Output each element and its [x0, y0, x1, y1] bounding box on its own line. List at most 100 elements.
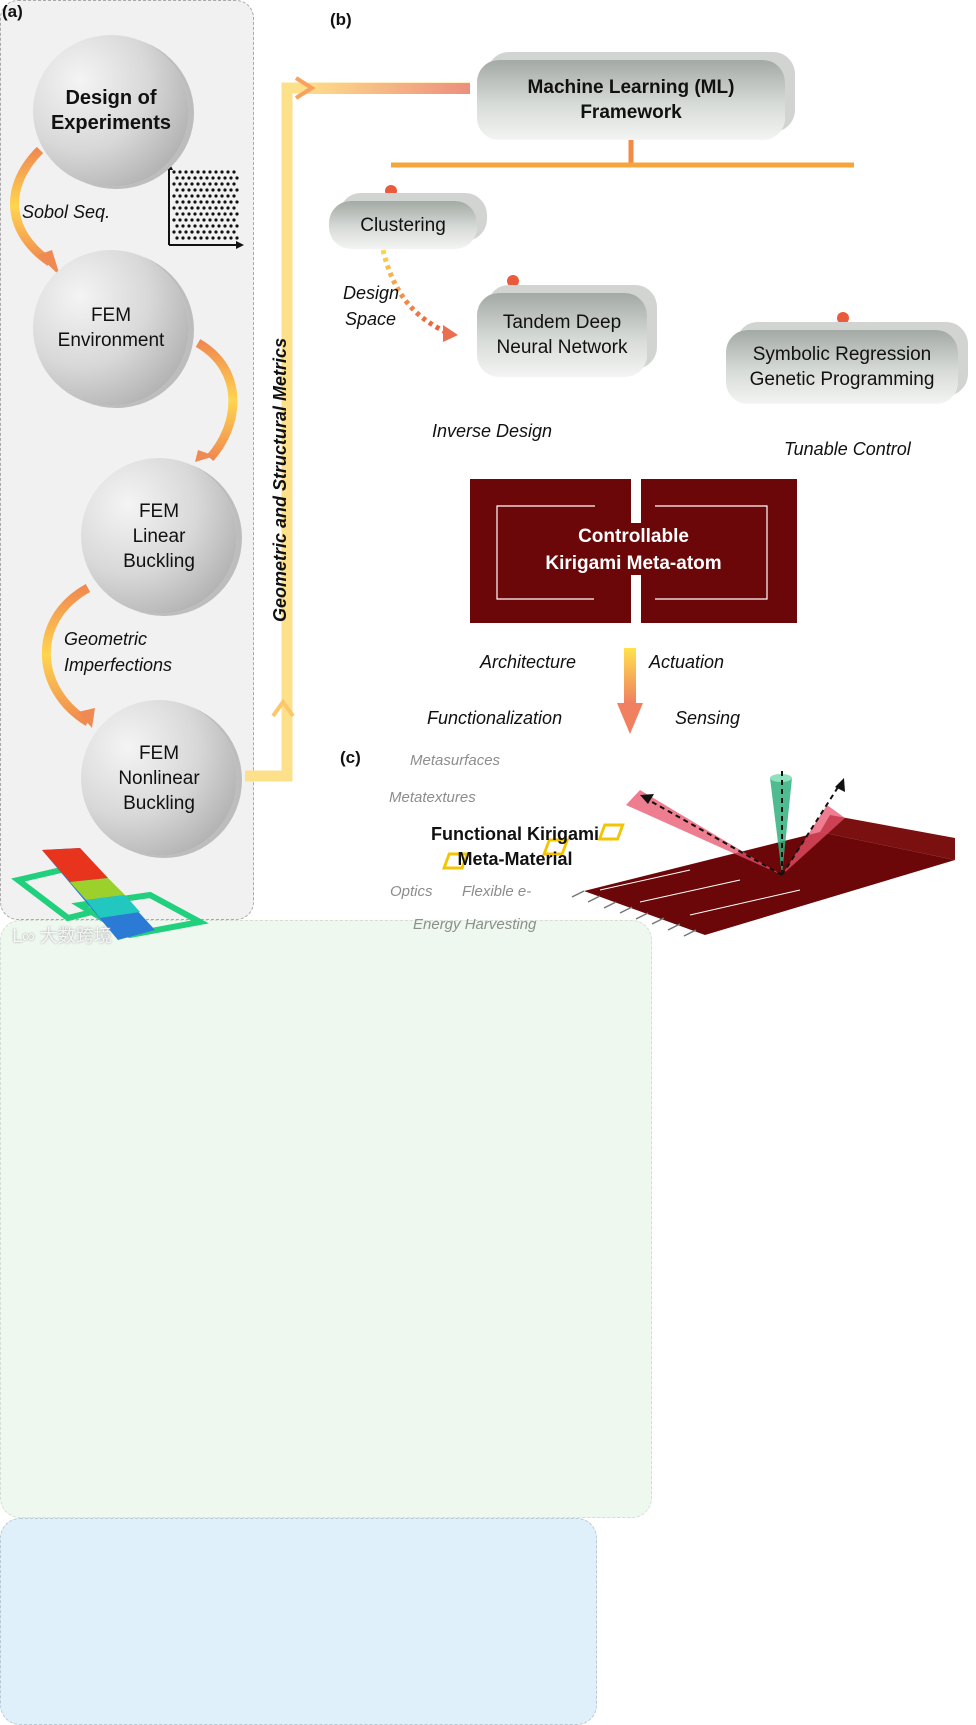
sobol-dot: [211, 188, 215, 192]
sobol-dot: [232, 170, 236, 174]
sobol-dot: [184, 218, 188, 222]
dotted-arrow-clustering-to-tandem: [380, 249, 450, 336]
sobol-dot: [184, 170, 188, 174]
sobol-dot: [202, 230, 206, 234]
sobol-dot: [199, 200, 203, 204]
sobol-dot: [175, 188, 179, 192]
label-sensing: Sensing: [675, 708, 741, 728]
title-line: Meta-Material: [457, 849, 573, 869]
sobol-dot: [208, 194, 212, 198]
sobol-dot: [196, 182, 200, 186]
sobol-dot: [196, 170, 200, 174]
sobol-dot: [235, 236, 239, 240]
sobol-dot: [220, 170, 224, 174]
sobol-dot: [205, 224, 209, 228]
feedback-chevron-right: [294, 76, 316, 100]
sobol-dot: [181, 212, 185, 216]
node-text: Design of: [65, 87, 157, 109]
label-functionalization: Functionalization: [427, 708, 563, 728]
sobol-dot: [184, 206, 188, 210]
sobol-dot: [196, 194, 200, 198]
sobol-dot: [226, 182, 230, 186]
sobol-dot: [235, 212, 239, 216]
panel-c-title: Functional Kirigami Meta-Material: [425, 822, 605, 872]
node-text: Buckling: [123, 550, 195, 572]
label-space: Space: [345, 309, 397, 329]
node-text: Tandem Deep: [502, 312, 622, 333]
sobol-dot: [208, 230, 212, 234]
node-text: FEM: [138, 742, 180, 764]
sobol-dot: [223, 224, 227, 228]
sobol-dot: [187, 236, 191, 240]
sobol-dot: [232, 206, 236, 210]
sobol-dot: [217, 212, 221, 216]
sobol-dot: [187, 200, 191, 204]
node-text: Nonlinear: [118, 767, 200, 789]
sobol-dot: [235, 188, 239, 192]
sobol-dot: [184, 182, 188, 186]
sobol-dot: [208, 218, 212, 222]
sobol-dot: [205, 200, 209, 204]
sobol-dot: [214, 230, 218, 234]
arrowhead: [38, 250, 60, 276]
sobol-dot: [187, 176, 191, 180]
panel-a-label: (a): [2, 2, 23, 21]
sobol-dot: [232, 194, 236, 198]
sobol-dot: [181, 188, 185, 192]
sobol-dot: [223, 212, 227, 216]
feedback-chevron-up: [271, 698, 295, 718]
sobol-dot: [217, 176, 221, 180]
fem-buckling-plate-image: [11, 848, 209, 940]
node-text: Neural Network: [496, 337, 628, 358]
panel-c-label: (c): [340, 748, 361, 767]
sobol-dot: [232, 218, 236, 222]
sobol-dot: [202, 194, 206, 198]
sobol-dot: [214, 218, 218, 222]
sobol-dot: [184, 230, 188, 234]
sobol-dot: [190, 218, 194, 222]
label-design: Design: [343, 283, 400, 303]
sobol-dot: [232, 230, 236, 234]
sobol-dot: [199, 236, 203, 240]
label-sobol-seq: Sobol Seq.: [22, 202, 111, 222]
node-text: FEM: [138, 500, 180, 522]
sobol-dot: [220, 194, 224, 198]
meta-atom-cut-lines: [496, 505, 768, 600]
sobol-dot: [211, 176, 215, 180]
sobol-dot: [220, 230, 224, 234]
sobol-dot: [196, 230, 200, 234]
sobol-dot: [172, 170, 176, 174]
arrowhead: [195, 450, 215, 462]
sobol-dot: [229, 212, 233, 216]
label-geometric: Geometric: [64, 629, 148, 649]
sobol-dot: [172, 218, 176, 222]
sobol-dot: [211, 224, 215, 228]
node-text: Genetic Programming: [749, 369, 935, 390]
sobol-dot: [178, 206, 182, 210]
sobol-dot: [202, 206, 206, 210]
node-clustering: Clustering: [329, 201, 477, 249]
sobol-dot: [217, 200, 221, 204]
sobol-scatter-plot: [165, 162, 244, 249]
label-geometric-structural-metrics: Geometric and Structural Metrics: [270, 337, 290, 622]
arrowhead: [78, 708, 95, 728]
label-architecture: Architecture: [480, 652, 577, 672]
connector-layer: [10, 76, 955, 940]
sobol-dot: [226, 218, 230, 222]
sobol-dot: [178, 218, 182, 222]
sobol-dot: [223, 200, 227, 204]
sobol-dot: [217, 188, 221, 192]
sobol-dot: [202, 170, 206, 174]
sobol-dot: [226, 194, 230, 198]
sobol-dot: [187, 224, 191, 228]
sobol-dot: [217, 236, 221, 240]
watermark: ᒪ∞ 大数跨境: [12, 922, 112, 948]
sobol-dot: [211, 200, 215, 204]
sobol-dot: [199, 224, 203, 228]
sobol-dot: [220, 218, 224, 222]
sobol-dot: [193, 176, 197, 180]
sobol-dot: [208, 170, 212, 174]
meta-atom-line: Controllable: [578, 526, 689, 547]
